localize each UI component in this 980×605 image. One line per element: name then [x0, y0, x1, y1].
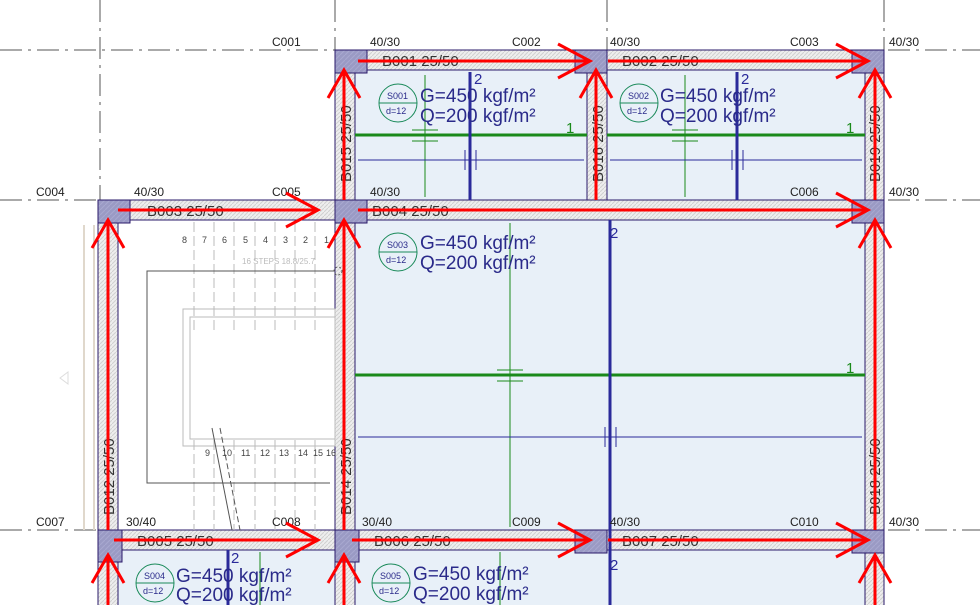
text-label: 40/30 [370, 185, 400, 199]
text-label: S001 [387, 91, 408, 101]
arrow-up-icon [857, 216, 893, 530]
text-label: C005 [272, 185, 301, 199]
text-label: S004 [144, 571, 165, 581]
direction-label: 1 [846, 120, 854, 137]
text-label: S002 [628, 91, 649, 101]
text-label: Q=200 kgf/m² [420, 106, 536, 127]
step-number: 6 [222, 235, 227, 245]
step-number: 11 [241, 448, 250, 458]
slab-tag-s005: S005 d=12 G=450 kgf/m²Q=200 kgf/m² [371, 563, 529, 605]
slab-tag-s003: S003 d=12 G=450 kgf/m²Q=200 kgf/m² [378, 232, 536, 274]
text-label: 30/40 [126, 515, 156, 529]
text-label: 40/30 [889, 185, 919, 199]
stair[interactable] [59, 222, 343, 531]
text-label: Q=200 kgf/m² [420, 253, 536, 274]
text-label: 40/30 [134, 185, 164, 199]
step-number: 1 [324, 235, 329, 245]
text-label: C010 [790, 515, 819, 529]
text-label: 30/40 [362, 515, 392, 529]
text-label: d=12 [386, 255, 406, 265]
step-number: 9 [205, 448, 210, 458]
text-label: 40/30 [610, 515, 640, 529]
step-number: 13 [279, 448, 289, 458]
text-label: C001 [272, 35, 301, 49]
step-number: 10 [222, 448, 232, 458]
text-label: C009 [512, 515, 541, 529]
arrow-right-icon [352, 521, 594, 559]
load-strips: 1 1 1 2 2 2 2 2 [226, 71, 865, 605]
text-label: Q=200 kgf/m² [413, 584, 529, 605]
text-label: d=12 [143, 586, 163, 596]
text-label: d=12 [386, 106, 406, 116]
arrow-right-icon [358, 42, 594, 80]
text-label: 40/30 [889, 515, 919, 529]
step-number: 8 [182, 235, 187, 245]
direction-label: 2 [741, 71, 749, 88]
text-label: Q=200 kgf/m² [660, 106, 776, 127]
text-label: S005 [380, 571, 401, 581]
text-label: C002 [512, 35, 541, 49]
column-c008[interactable] [334, 529, 360, 563]
text-label: 40/30 [370, 35, 400, 49]
text-label: 40/30 [889, 35, 919, 49]
text-label: 40/30 [610, 35, 640, 49]
text-label: Q=200 kgf/m² [176, 585, 292, 605]
step-number: 7 [202, 235, 207, 245]
step-number: 12 [260, 448, 270, 458]
arrow-right-icon [358, 191, 872, 229]
beam-label: B016 25/50 [590, 105, 607, 182]
stair-label: 16 STEPS 18.8/25.7 [242, 257, 315, 266]
step-number: 4 [263, 235, 268, 245]
direction-label: 1 [846, 360, 854, 377]
step-number: 14 [298, 448, 308, 458]
step-number: 16 [326, 448, 336, 458]
direction-label: 1 [566, 120, 574, 137]
arrow-right-icon [114, 521, 322, 559]
step-number: 3 [283, 235, 288, 245]
step-number: 15 [313, 448, 323, 458]
stair-opening [117, 219, 336, 531]
arrow-right-icon [118, 191, 322, 229]
direction-label: 2 [474, 71, 482, 88]
beam-label: B014 25/50 [338, 438, 355, 515]
text-label: C004 [36, 185, 65, 199]
text-label: G=450 kgf/m² [660, 86, 776, 107]
text-label: C003 [790, 35, 819, 49]
arrow-up-icon [326, 66, 362, 200]
step-number: 2 [303, 235, 308, 245]
text-label: G=450 kgf/m² [413, 564, 529, 585]
slab-tag-s001: S001 d=12 G=450 kgf/m²Q=200 kgf/m² [378, 83, 536, 127]
text-label: S003 [387, 240, 408, 250]
direction-label: 2 [231, 550, 239, 567]
text-label: d=12 [379, 586, 399, 596]
arrow-up-icon [326, 551, 362, 605]
text-label: C007 [36, 515, 65, 529]
arrow-right-icon [608, 42, 872, 80]
text-label: C008 [272, 515, 301, 529]
arrow-up-icon [90, 216, 126, 530]
arrow-up-icon [857, 66, 893, 200]
arrow-up-icon [326, 216, 362, 530]
arrow-up-icon [857, 551, 893, 605]
beam-label: B015 25/50 [338, 105, 355, 182]
text-label: C006 [790, 185, 819, 199]
load-path-arrows [90, 42, 893, 605]
step-number: 5 [243, 235, 248, 245]
text-label: G=450 kgf/m² [420, 233, 536, 254]
stair-step-numbers: 8 7 6 5 4 3 2 1 16 STEPS 18.8/25.7 9 10 … [182, 235, 336, 458]
slab-tag-s004: S004 d=12 G=450 kgf/m²Q=200 kgf/m² [135, 563, 292, 605]
slab-tag-s002: S002 d=12 G=450 kgf/m²Q=200 kgf/m² [619, 83, 776, 127]
arrow-up-icon [90, 551, 126, 605]
direction-label: 2 [610, 225, 618, 242]
text-label: G=450 kgf/m² [176, 566, 292, 587]
text-label: G=450 kgf/m² [420, 86, 536, 107]
arrow-right-icon [608, 521, 872, 559]
direction-label: 2 [610, 557, 618, 574]
text-label: d=12 [627, 106, 647, 116]
arrow-up-icon [578, 66, 614, 200]
slabs [117, 69, 866, 605]
